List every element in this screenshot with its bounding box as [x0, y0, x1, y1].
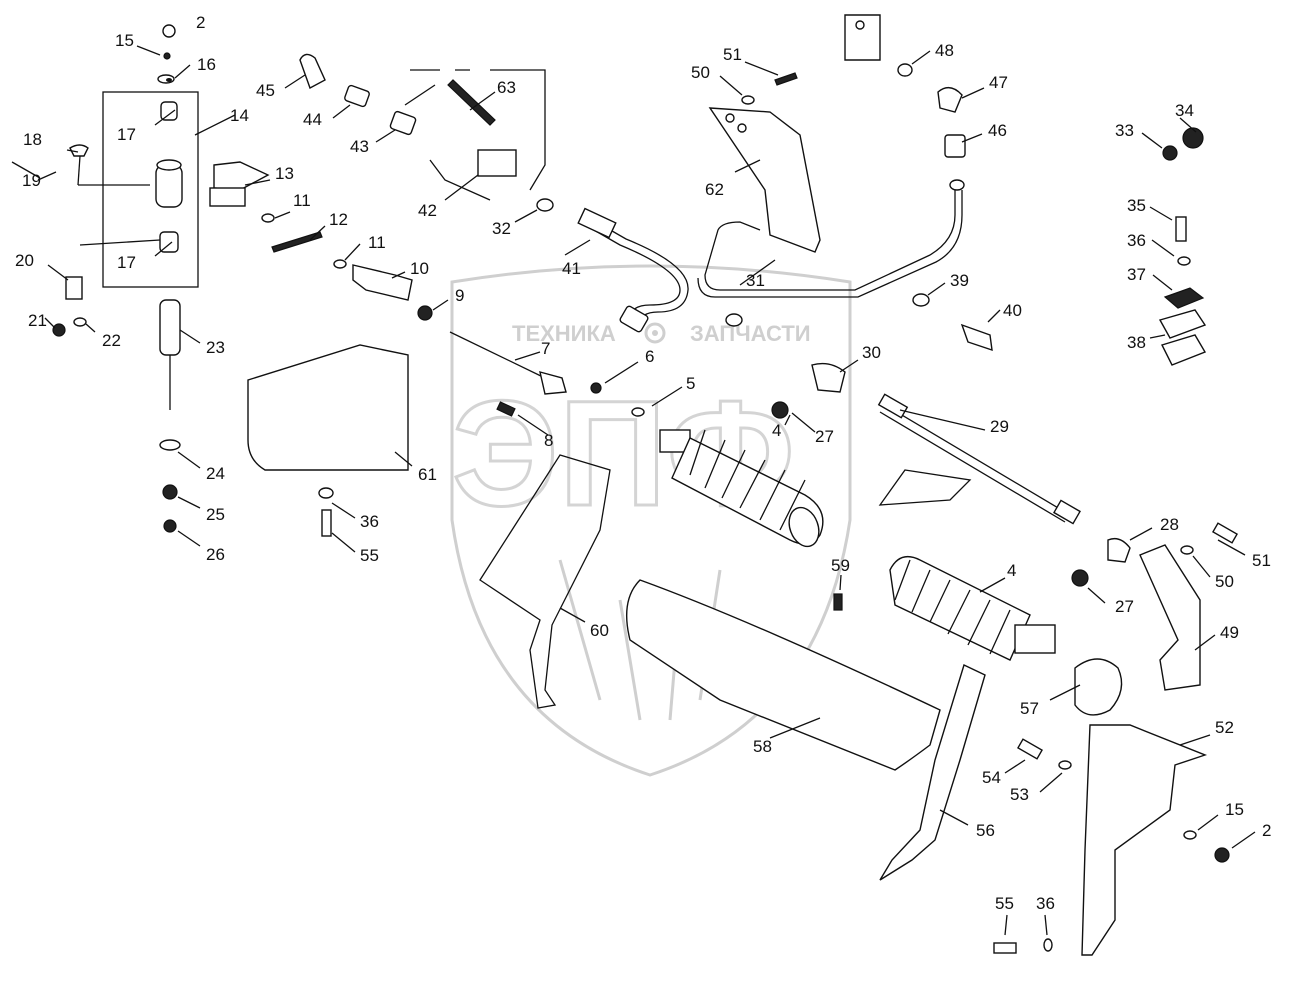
callout-54: 54	[982, 768, 1001, 787]
callout-52: 52	[1215, 718, 1234, 737]
callout-2: 2	[196, 13, 205, 32]
callout-8: 8	[544, 431, 553, 450]
callout-15: 15	[115, 31, 134, 50]
callout-16: 16	[197, 55, 216, 74]
callout-35: 35	[1127, 196, 1146, 215]
callout-58: 58	[753, 737, 772, 756]
callout-56: 56	[976, 821, 995, 840]
upper-pipe-assembly	[299, 53, 689, 333]
callout-31: 31	[746, 271, 765, 290]
callout-19: 19	[22, 171, 41, 190]
callout-17: 17	[117, 125, 136, 144]
callout-47: 47	[989, 73, 1008, 92]
callout-51: 51	[1252, 551, 1271, 570]
callout-28: 28	[1160, 515, 1179, 534]
callout-45: 45	[256, 81, 275, 100]
callout-21: 21	[28, 311, 47, 330]
callout-50: 50	[691, 63, 710, 82]
callout-42: 42	[418, 201, 437, 220]
callout-12: 12	[329, 210, 348, 229]
callout-24: 24	[206, 464, 225, 483]
callout-63: 63	[497, 78, 516, 97]
callout-41: 41	[562, 259, 581, 278]
callout-32: 32	[492, 219, 511, 238]
leader-lines	[37, 45, 1256, 936]
spring-assembly	[449, 331, 1131, 716]
left-valve-assembly	[11, 24, 433, 533]
callout-14: 14	[230, 106, 249, 125]
callout-38: 38	[1127, 333, 1146, 352]
callout-15: 15	[1225, 800, 1244, 819]
callout-11: 11	[293, 191, 311, 210]
callout-25: 25	[206, 505, 225, 524]
callout-11: 11	[368, 233, 386, 252]
callout-37: 37	[1127, 265, 1146, 284]
callout-49: 49	[1220, 623, 1239, 642]
callout-50: 50	[1215, 572, 1234, 591]
callout-60: 60	[590, 621, 609, 640]
callout-18: 18	[23, 130, 42, 149]
lower-spring	[889, 556, 1056, 661]
callout-43: 43	[350, 137, 369, 156]
callout-6: 6	[645, 347, 654, 366]
covers-and-brackets	[247, 344, 1238, 956]
callout-5: 5	[686, 374, 695, 393]
callout-13: 13	[275, 164, 294, 183]
callout-39: 39	[950, 271, 969, 290]
callout-22: 22	[102, 331, 121, 350]
callout-27: 27	[815, 427, 834, 446]
callout-17: 17	[117, 253, 136, 272]
callout-36: 36	[1036, 894, 1055, 913]
callout-36: 36	[1127, 231, 1146, 250]
callout-4: 4	[772, 421, 781, 440]
callout-36: 36	[360, 512, 379, 531]
callout-57: 57	[1020, 699, 1039, 718]
callout-40: 40	[1003, 301, 1022, 320]
callout-48: 48	[935, 41, 954, 60]
callout-61: 61	[418, 465, 437, 484]
callout-33: 33	[1115, 121, 1134, 140]
right-pipe-assembly	[697, 14, 993, 352]
callout-59: 59	[831, 556, 850, 575]
callout-7: 7	[541, 339, 550, 358]
watermark-left-word: ТЕХНИКА	[512, 321, 616, 346]
watermark-right-word: ЗАПЧАСТИ	[690, 321, 811, 346]
callout-27: 27	[1115, 597, 1134, 616]
gear-icon	[644, 322, 666, 344]
callout-10: 10	[410, 259, 429, 278]
callout-4: 4	[1007, 561, 1016, 580]
callout-34: 34	[1175, 101, 1194, 120]
callout-30: 30	[862, 343, 881, 362]
callout-2: 2	[1262, 821, 1271, 840]
callout-46: 46	[988, 121, 1007, 140]
callout-55: 55	[995, 894, 1014, 913]
callout-53: 53	[1010, 785, 1029, 804]
right-hardware-column	[1158, 127, 1207, 366]
callout-55: 55	[360, 546, 379, 565]
callout-20: 20	[15, 251, 34, 270]
upper-spring	[671, 429, 824, 548]
callout-labels: 2 15 16 14 17 18 19 13 11 12 11 10 9 17 …	[15, 13, 1271, 913]
callout-62: 62	[705, 180, 724, 199]
callout-26: 26	[206, 545, 225, 564]
callout-23: 23	[206, 338, 225, 357]
callout-44: 44	[303, 110, 322, 129]
callout-9: 9	[455, 286, 464, 305]
callout-29: 29	[990, 417, 1009, 436]
callout-51: 51	[723, 45, 742, 64]
